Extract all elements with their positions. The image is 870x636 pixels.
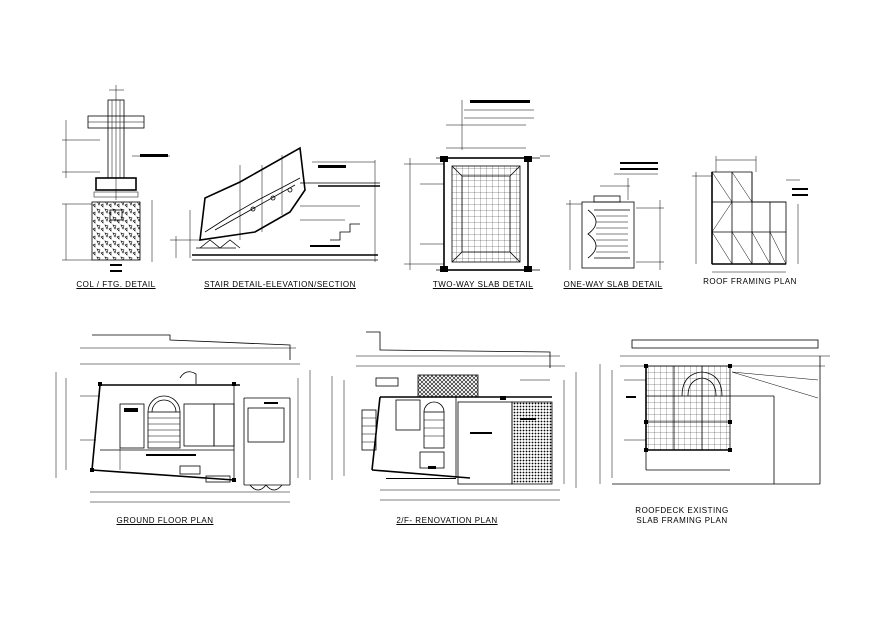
roof-framing-label: ROOF FRAMING PLAN — [703, 277, 797, 286]
one-way-slab-drawing — [566, 162, 664, 270]
two-way-slab-drawing — [404, 100, 550, 272]
roofdeck-framing-plan-drawing — [599, 339, 830, 485]
ground-floor-plan-drawing — [55, 334, 311, 503]
renovation-2f-label: 2/F- RENOVATION PLAN — [396, 516, 498, 525]
one-way-slab-label: ONE-WAY SLAB DETAIL — [563, 280, 663, 289]
roofdeck-label-line1: ROOFDECK EXISTING — [635, 506, 729, 515]
roof-framing-plan-drawing — [692, 156, 808, 273]
col-ftg-detail-label: COL / FTG. DETAIL — [76, 280, 156, 289]
renovation-2f-plan-drawing — [331, 331, 577, 501]
two-way-slab-label: TWO-WAY SLAB DETAIL — [432, 280, 534, 289]
col-ftg-detail-drawing — [62, 85, 170, 272]
roofdeck-label-line2: SLAB FRAMING PLAN — [636, 516, 728, 525]
ground-floor-label: GROUND FLOOR PLAN — [116, 516, 214, 525]
stair-detail-drawing — [170, 146, 380, 262]
stair-detail-label: STAIR DETAIL-ELEVATION/SECTION — [204, 280, 356, 289]
